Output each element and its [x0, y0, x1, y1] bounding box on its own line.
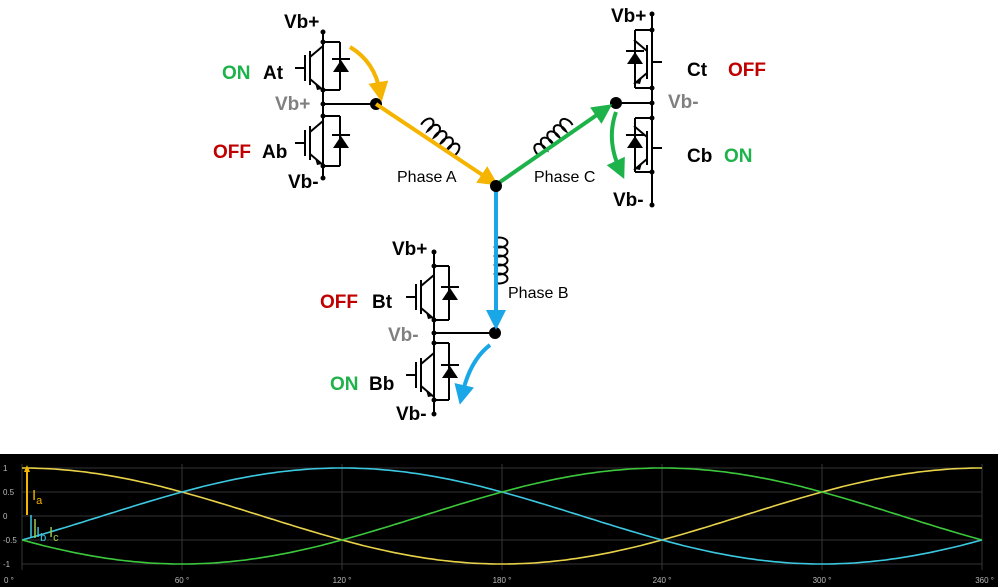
ib-label: Ib: [36, 524, 46, 544]
cb-current-arrow: [606, 111, 625, 180]
y-tick-labels: 1 0.5 0 -0.5 -1: [3, 464, 17, 569]
star-node: [490, 180, 502, 192]
phase-a-label: Phase A: [397, 169, 457, 186]
vbplus-label-a: Vb+: [284, 12, 319, 33]
x-tick-label: 360 °: [975, 576, 994, 585]
y-tick-label: 0: [3, 512, 8, 521]
phase-b-label: Phase B: [508, 285, 568, 302]
x-tick-labels: 0 ° 60 ° 120 ° 180 ° 240 ° 300 ° 360 °: [4, 576, 994, 585]
at-current-arrow: [348, 45, 389, 102]
vbminus-label-b: Vb-: [396, 404, 427, 425]
series-line-c: [21, 467, 983, 565]
leg-c: [610, 11, 663, 208]
y-tick-label: -0.5: [3, 536, 17, 545]
x-tick-label: 180 °: [493, 576, 512, 585]
phase-b-coil: [492, 236, 509, 285]
vbplus-label-b: Vb+: [392, 239, 427, 260]
waveform-plot: 1 0.5 0 -0.5 -1 0 ° 60 ° 120 ° 180 ° 240 ° 300 ° 3…: [0, 454, 998, 587]
leg-b: [405, 249, 501, 417]
y-tick-label: 0.5: [3, 488, 15, 497]
ia-label: Ia: [32, 487, 43, 507]
switch-ab-label: Ab: [262, 142, 287, 163]
node-c: [610, 97, 622, 109]
x-tick-label: 60 °: [175, 576, 189, 585]
current-annotations: Ia Ib Ic: [24, 465, 59, 544]
vbminus-label-c: Vb-: [613, 190, 644, 211]
state-ct: OFF: [728, 60, 766, 81]
midpoint-b-label: Vb-: [388, 325, 419, 346]
switch-bb-label: Bb: [369, 374, 394, 395]
phase-c-coil: [533, 117, 574, 158]
switch-ct-label: Ct: [687, 60, 708, 81]
plot-series: [21, 467, 983, 565]
plot-background: [0, 454, 998, 587]
state-bb: ON: [330, 374, 359, 395]
ic-label: Ic: [49, 524, 59, 544]
state-bt: OFF: [320, 292, 358, 313]
x-tick-label: 120 °: [333, 576, 352, 585]
midpoint-c-label: Vb-: [668, 92, 699, 113]
state-at: ON: [222, 63, 251, 84]
switch-bt-label: Bt: [372, 292, 393, 313]
phase-c-label: Phase C: [534, 169, 595, 186]
vbminus-label-a: Vb-: [288, 172, 319, 193]
bb-current-arrow: [454, 343, 492, 405]
node-b: [489, 327, 501, 339]
switch-at-label: At: [263, 63, 284, 84]
state-cb: ON: [724, 146, 753, 167]
x-tick-label: 300 °: [813, 576, 832, 585]
x-tick-label: 240 °: [653, 576, 672, 585]
phase-a-coil: [420, 117, 461, 157]
midpoint-a-label: Vb+: [275, 94, 310, 115]
switch-cb-label: Cb: [687, 146, 712, 167]
vbplus-label-c: Vb+: [611, 6, 646, 27]
x-tick-label: 0 °: [4, 576, 14, 585]
y-tick-label: -1: [3, 560, 11, 569]
y-tick-label: 1: [3, 464, 8, 473]
phase-c-current-arrow: [498, 104, 613, 184]
state-ab: OFF: [213, 142, 251, 163]
phase-a-current-arrow: [374, 102, 499, 186]
